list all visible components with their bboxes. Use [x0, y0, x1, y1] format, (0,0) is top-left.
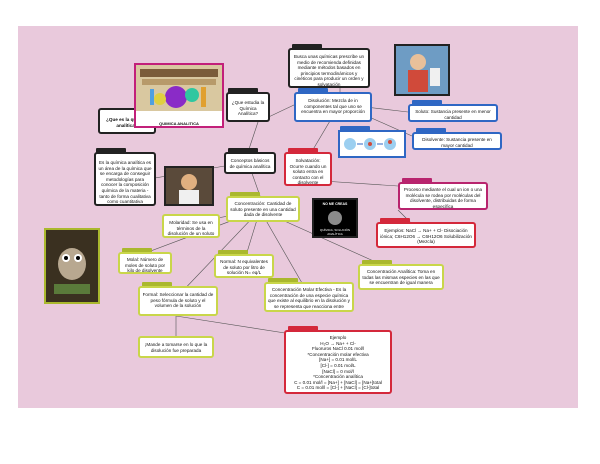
chemist-photo: [164, 166, 214, 206]
owl-chemist-icon: [46, 230, 98, 302]
normality-node[interactable]: Normal: N equivalentes de soluto por lit…: [214, 254, 274, 278]
electrolyte-node[interactable]: Proceso mediante el cual un ion o una mo…: [398, 182, 488, 210]
analytical-conc-node[interactable]: Concentración Analítica: Toma en todas l…: [358, 264, 444, 290]
lab-photo-icon: [136, 65, 222, 111]
lab-photo: [134, 63, 224, 128]
solute-tag: [412, 100, 442, 105]
molar-species-node[interactable]: Concentración Molar Efectiva - Es la con…: [264, 282, 354, 312]
examples-2-line-3: [Na+] = 0.01 mol/L: [319, 357, 357, 363]
molality-node[interactable]: Molal: Número de moles de soluto por kil…: [118, 252, 172, 274]
concepts-tag: [228, 148, 258, 153]
examples-2-line-0: H₂O → Na+ + Cl-: [320, 340, 356, 346]
chemist-photo-icon: [166, 168, 212, 204]
formal-node[interactable]: Formal: Seleccionar la cantidad de peso …: [138, 286, 218, 316]
study-tag: [228, 88, 258, 93]
study-node[interactable]: ¿Que estudia la Química Analítica?: [226, 92, 270, 122]
examples-2-node[interactable]: Ejemplo H₂O → Na+ + Cl- Fluoruros NaCl 0…: [284, 330, 392, 394]
concentration-node[interactable]: Concentración: Cantidad de soluto presen…: [226, 196, 300, 222]
solvation-node[interactable]: Solvatación: Ocurre cuando un soluto ent…: [284, 152, 332, 186]
solvation-tag: [288, 148, 318, 153]
meme-photo: NO ME CREAS QUÍMICA, SOLUCIÓN ANALÍTICA: [312, 198, 358, 238]
solute-node[interactable]: Soluto: Sustancia presente en menor cant…: [408, 104, 498, 122]
lab-caption: QUIMICA ANALITICA: [159, 121, 199, 126]
scientist-photo: [394, 44, 450, 96]
examples-2-line-5: [NaCl] = 0 mol/l: [322, 368, 354, 374]
scientist-photo-icon: [396, 46, 448, 94]
examples-2-line-8: C = 0.01 mol/l = [Cl-] + [NaCl] = [Cl-]t…: [296, 385, 380, 391]
description-tag: [96, 148, 126, 153]
meme-photo-icon: [328, 211, 342, 225]
solvent-node[interactable]: Disolvente: Sustancia presente en mayor …: [412, 132, 502, 150]
molar-species-tag: [268, 278, 298, 283]
analytical-conc-tag: [362, 260, 392, 265]
formal-note-node[interactable]: ¡Mande a tomarse en lo que la disolución…: [138, 336, 214, 358]
examples-2-line-6: *Concentración analítica: [313, 374, 363, 380]
solution-tag: [298, 88, 328, 93]
meme-bottom-text: QUÍMICA, SOLUCIÓN ANALÍTICA: [319, 228, 351, 236]
dissolution-diagram: [338, 130, 406, 158]
formal-tag: [142, 282, 172, 287]
examples-1-tag: [380, 218, 410, 223]
examples-2-line-2: *Concentración molar efectiva: [307, 351, 369, 357]
concentration-tag: [230, 192, 260, 197]
examples-2-tag: [288, 326, 318, 331]
meme-top-text: NO ME CREAS: [322, 202, 348, 206]
examples-2-line-1: Fluoruros NaCl 0.01 mol/l: [311, 346, 365, 352]
description-node[interactable]: Es la química analítica es un área de la…: [94, 152, 156, 206]
dissolve-intro-tag: [292, 44, 322, 49]
dissolve-intro-node[interactable]: Busca unas químicas prescribe un medio d…: [288, 48, 370, 88]
dissolution-diagram-icon: [344, 138, 396, 150]
diagram-tag: [340, 126, 370, 131]
normality-tag: [218, 250, 248, 255]
examples-2-title: Ejemplo: [329, 335, 347, 340]
concepts-node[interactable]: Conceptos básicos de química analítica: [224, 152, 276, 174]
solvent-tag: [416, 128, 446, 133]
examples-2-line-4: [Cl-] = 0.01 mol/L: [320, 362, 356, 368]
examples-1-node[interactable]: Ejemplos: NaCl → Na+ + Cl- Disociación i…: [376, 222, 476, 248]
molality-tag: [122, 248, 152, 253]
molarity-node[interactable]: Molaridad: Se usa en términos de la diso…: [162, 214, 220, 238]
solution-node[interactable]: Disolución: Mezcla de in componentes tal…: [294, 92, 372, 122]
electrolyte-tag: [402, 178, 432, 183]
examples-2-line-7: C = 0.01 mol/l = [Na+] + [NaCl] = [Na+]t…: [294, 379, 382, 385]
owl-chemist-photo: [44, 228, 100, 304]
